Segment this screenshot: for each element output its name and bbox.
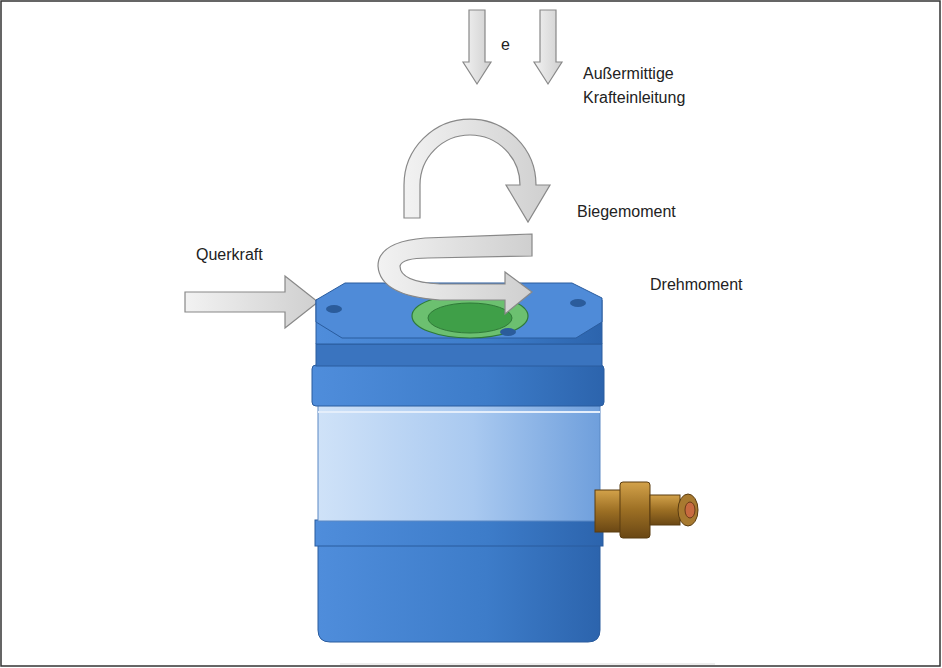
torque-arrow xyxy=(378,234,532,314)
load-cell xyxy=(312,283,604,642)
moment-label: Biegemoment xyxy=(577,200,676,224)
mounting-hole xyxy=(500,328,516,336)
force-arrow xyxy=(463,10,491,84)
cable-connector xyxy=(595,482,698,538)
force-arrow xyxy=(534,10,562,84)
mounting-hole xyxy=(570,299,586,307)
bending-moment-arrow xyxy=(404,119,550,222)
mounting-hole xyxy=(326,305,342,313)
force-label: Außermittige Krafteinleitung xyxy=(583,62,763,110)
moment-label: Drehmoment xyxy=(650,273,742,297)
base-line xyxy=(340,664,715,665)
force-label: Querkraft xyxy=(196,243,263,267)
lateral-force-arrow xyxy=(185,276,318,328)
eccentricity-label: e xyxy=(501,33,510,57)
